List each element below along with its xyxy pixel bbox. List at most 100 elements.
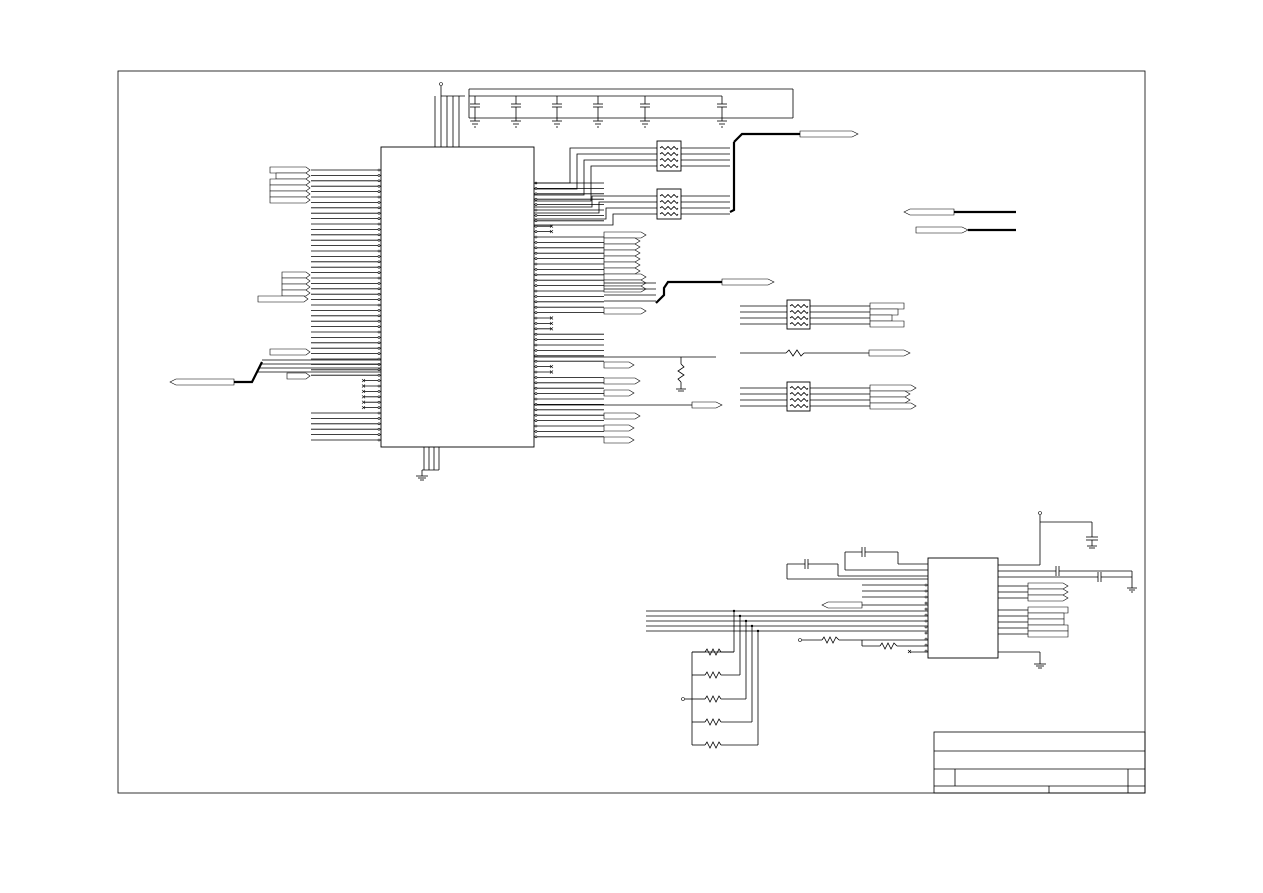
off-page-connector[interactable]: [275, 172, 311, 180]
resistor-icon: [704, 671, 722, 679]
rpack-mid-group: [740, 299, 917, 412]
off-page-connector[interactable]: [869, 396, 911, 404]
capacitor-icon: [552, 96, 562, 128]
capacitor-icon: [717, 96, 727, 128]
off-page-connector[interactable]: [269, 190, 311, 198]
decoupling-capacitor-bank: [434, 82, 794, 147]
off-page-connector[interactable]: [869, 308, 899, 316]
off-page-connector[interactable]: [821, 601, 863, 609]
right-net-labels: [603, 231, 656, 444]
off-page-connector[interactable]: [799, 130, 859, 138]
no-connect-icon: [361, 378, 366, 383]
no-connect-icon: [549, 370, 554, 374]
no-connect-icon: [549, 316, 554, 320]
off-page-connector[interactable]: [603, 249, 641, 257]
off-page-connector[interactable]: [868, 349, 911, 357]
off-page-connector[interactable]: [1027, 606, 1069, 614]
off-page-connector[interactable]: [1027, 612, 1065, 620]
lower-circuit: [646, 511, 1137, 669]
off-page-connector[interactable]: [603, 436, 635, 444]
off-page-connector[interactable]: [721, 278, 775, 286]
off-page-connector[interactable]: [603, 389, 635, 397]
capacitor-icon: [640, 96, 650, 128]
resistor-icon: [704, 695, 722, 703]
off-page-connector[interactable]: [281, 277, 311, 285]
off-page-connector[interactable]: [269, 178, 311, 186]
off-page-connector[interactable]: [915, 226, 969, 234]
off-page-connector[interactable]: [281, 271, 311, 279]
sheet-border: [117, 70, 1146, 794]
resistor-icon: [704, 648, 722, 656]
no-connect-icon: [361, 405, 366, 410]
off-page-connector[interactable]: [603, 361, 635, 369]
title-block: [933, 731, 1146, 794]
off-page-connector[interactable]: [869, 314, 893, 322]
main-ic-left-pins: [311, 168, 381, 442]
off-page-connector[interactable]: [269, 196, 311, 204]
power-port-icon: [439, 82, 443, 86]
resistor-icon: [704, 741, 722, 749]
ground-icon: [416, 475, 428, 481]
main-ic-body[interactable]: [380, 146, 535, 448]
off-page-connector[interactable]: [869, 402, 917, 410]
main-ic-ground: [416, 447, 440, 481]
off-page-connector[interactable]: [269, 184, 311, 192]
off-page-connector[interactable]: [869, 302, 905, 310]
off-page-connector[interactable]: [286, 372, 311, 380]
pulldown-resistor: [534, 356, 723, 409]
no-connect-icon: [907, 649, 912, 654]
off-page-connector[interactable]: [1027, 594, 1069, 602]
resistor-array-4[interactable]: [786, 381, 811, 412]
off-page-connector[interactable]: [603, 231, 647, 239]
off-page-connector[interactable]: [691, 401, 723, 409]
resistor-icon: [704, 718, 722, 726]
mid-bus: [655, 278, 775, 304]
no-connect-icon: [549, 229, 554, 234]
main-ic-right-pins: [534, 181, 604, 439]
off-page-connector[interactable]: [869, 384, 917, 392]
capacitor-icon: [593, 96, 603, 128]
resistor-ladder: [681, 609, 760, 749]
power-port-icon: [1038, 511, 1042, 515]
no-connect-icon: [549, 327, 554, 331]
off-page-connector[interactable]: [257, 295, 309, 303]
off-page-connector[interactable]: [281, 289, 311, 297]
upper-right-net-labels: [903, 208, 1016, 234]
off-page-connector[interactable]: [281, 283, 311, 291]
off-page-connector[interactable]: [1027, 618, 1065, 626]
off-page-connector[interactable]: [603, 424, 635, 432]
off-page-connector[interactable]: [1027, 624, 1069, 632]
off-page-connector[interactable]: [269, 348, 311, 356]
no-connect-icon: [361, 389, 366, 394]
off-page-connector[interactable]: [869, 390, 911, 398]
off-page-connector[interactable]: [903, 208, 955, 216]
no-connect-icon: [361, 395, 366, 399]
no-connect-icon: [361, 400, 366, 404]
rpack-upper-group: [534, 130, 859, 226]
off-page-connector[interactable]: [1027, 582, 1069, 590]
left-bus: [169, 359, 381, 386]
secondary-ic-body[interactable]: [927, 557, 999, 659]
no-connect-icon: [549, 321, 554, 326]
off-page-connector[interactable]: [603, 261, 641, 269]
off-page-connector[interactable]: [603, 255, 641, 263]
capacitor-icon: [511, 96, 521, 128]
off-page-connector[interactable]: [603, 412, 641, 420]
off-page-connector[interactable]: [603, 237, 641, 245]
off-page-connector[interactable]: [1027, 630, 1069, 638]
off-page-connector[interactable]: [169, 378, 235, 386]
off-page-connector[interactable]: [603, 267, 641, 275]
left-net-labels: [257, 166, 311, 380]
resistor-array-3[interactable]: [786, 299, 811, 330]
off-page-connector[interactable]: [603, 307, 647, 315]
no-connect-icon: [549, 364, 554, 369]
capacitor-icon: [470, 96, 480, 128]
off-page-connector[interactable]: [869, 320, 905, 328]
off-page-connector[interactable]: [269, 166, 311, 174]
off-page-connector[interactable]: [603, 377, 641, 385]
no-connect-icon: [361, 384, 366, 388]
off-page-connector[interactable]: [603, 273, 647, 281]
off-page-connector[interactable]: [603, 243, 641, 251]
off-page-connector[interactable]: [1027, 588, 1069, 596]
